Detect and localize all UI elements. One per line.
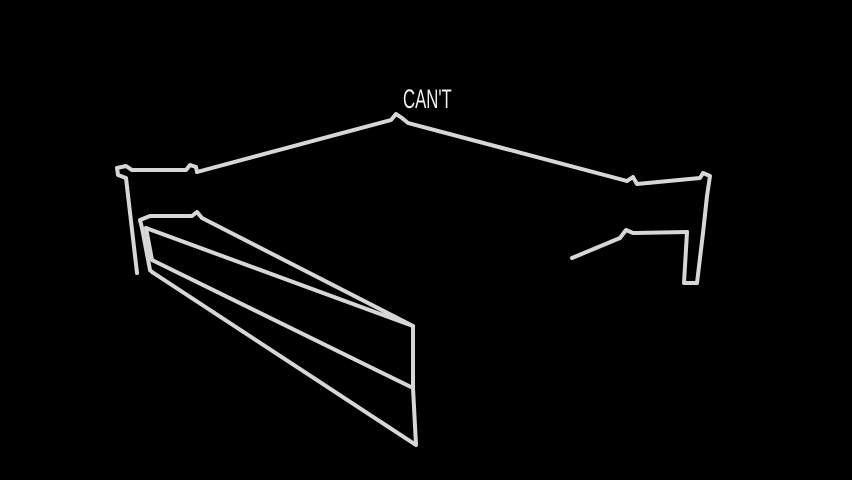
right-upper-rail (625, 171, 712, 235)
lower-rail-top (200, 216, 415, 328)
left-inner-post (138, 210, 204, 272)
platform-edge-middle (144, 226, 415, 390)
platform-edge-upper (144, 226, 415, 390)
platform-edge-lower (150, 270, 418, 447)
subtitle-caption: CAN'T (403, 84, 452, 114)
upper-rail-left (130, 163, 199, 174)
upper-rail-peak (195, 112, 629, 183)
platform-edge-side (148, 268, 154, 274)
left-post (115, 164, 139, 275)
right-lower-rail (570, 228, 689, 260)
right-post (682, 230, 705, 285)
